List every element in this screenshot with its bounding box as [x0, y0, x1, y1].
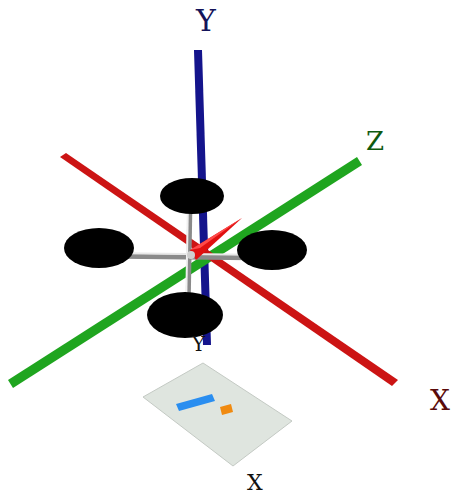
rotor	[237, 230, 307, 270]
x-axis	[60, 153, 398, 386]
heading-cone	[190, 218, 242, 260]
rotor	[160, 178, 224, 214]
paper-axis-label: Y	[192, 334, 205, 354]
axis-label: X	[430, 387, 450, 415]
z-axis	[8, 157, 362, 388]
rotor	[64, 228, 134, 268]
blue-marker	[176, 394, 215, 411]
heading-cone	[190, 218, 242, 250]
paper-axis-label: X	[247, 472, 263, 494]
paper-sheet	[143, 363, 292, 466]
rotor	[147, 292, 223, 338]
axis-label: Z	[366, 128, 384, 154]
quad-hub	[187, 251, 195, 259]
orange-marker	[220, 404, 233, 415]
axis-label: Y	[196, 6, 216, 36]
